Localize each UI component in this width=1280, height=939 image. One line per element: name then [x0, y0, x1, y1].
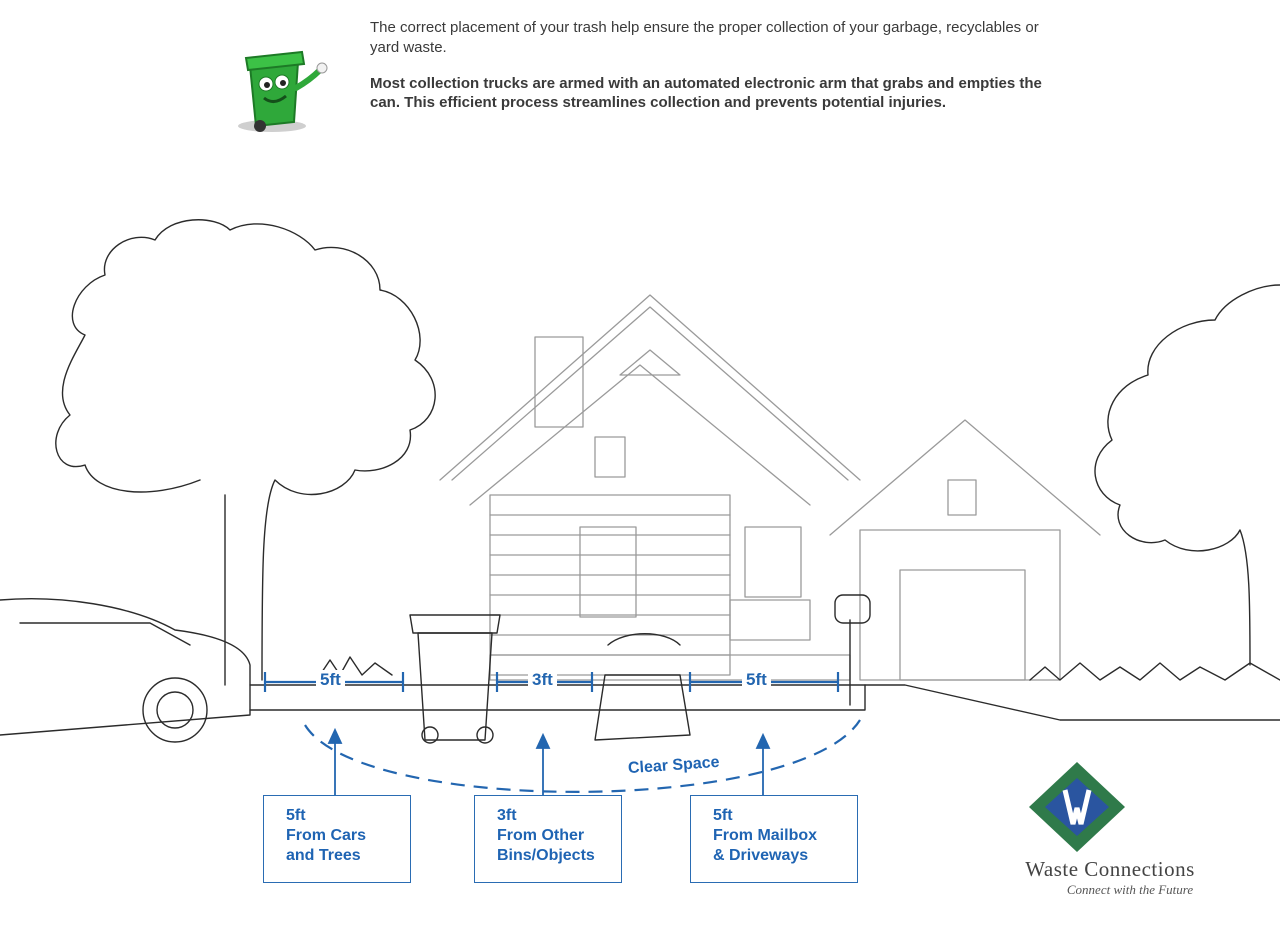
callout-line: Bins/Objects	[497, 847, 595, 864]
house-outline	[439, 294, 1101, 681]
callout-line: 5ft	[713, 807, 733, 824]
company-name: Waste Connections	[1025, 857, 1195, 881]
leaf-bag-illustration	[594, 633, 691, 741]
callout-line: 3ft	[497, 807, 517, 824]
callout-line: & Driveways	[713, 847, 809, 864]
street-scene-illustration	[0, 219, 1280, 795]
company-tagline: Connect with the Future	[1066, 882, 1194, 897]
callout-pointers	[327, 727, 771, 795]
green-trash-can-mascot-icon	[238, 50, 328, 132]
tree-left	[55, 219, 436, 686]
callout-line: From Other	[497, 827, 585, 844]
car-illustration	[0, 598, 251, 743]
callout-mailbox-driveways: 5ft From Mailbox & Driveways	[690, 795, 858, 883]
mailbox-illustration	[834, 594, 871, 706]
measure-label-middle: 3ft	[528, 670, 557, 690]
clear-space-arc	[304, 719, 861, 793]
trash-bin-illustration	[409, 614, 501, 744]
intro-text: The correct placement of your trash help…	[370, 19, 1039, 56]
callout-cars-trees: 5ft From Cars and Trees	[263, 795, 411, 883]
header-text: The correct placement of your trash help…	[370, 18, 1050, 112]
callout-line: From Cars	[286, 827, 367, 844]
callout-line: and Trees	[286, 847, 361, 864]
company-logo: Waste Connections Connect with the Futur…	[975, 760, 1245, 898]
tree-right	[1094, 284, 1280, 666]
callout-line: From Mailbox	[713, 827, 818, 844]
callout-line: 5ft	[286, 807, 306, 824]
measure-label-left: 5ft	[316, 670, 345, 690]
emphasis-text: Most collection trucks are armed with an…	[370, 75, 1042, 111]
measure-label-right: 5ft	[742, 670, 771, 690]
logo-emblem-icon	[1029, 762, 1125, 852]
callout-bins-objects: 3ft From Other Bins/Objects	[474, 795, 622, 883]
